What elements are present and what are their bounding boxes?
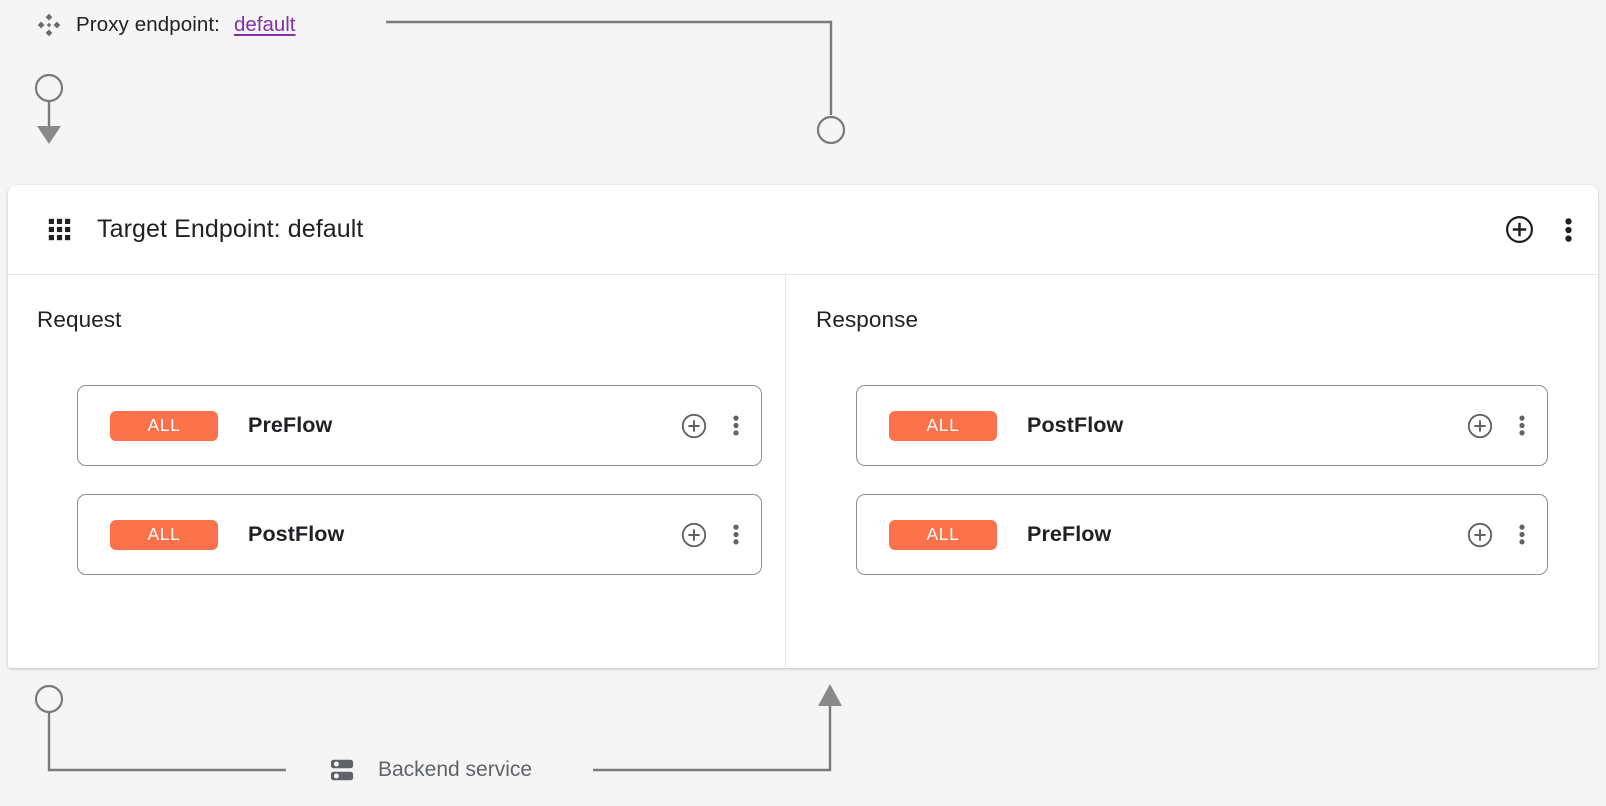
- proxy-request-arrow: [37, 126, 61, 144]
- backend-service[interactable]: Backend service: [318, 750, 543, 790]
- proxy-endpoint-diamond-icon: [37, 13, 61, 37]
- more-options-icon[interactable]: [733, 522, 739, 547]
- backend-to-target-wire: [593, 704, 832, 772]
- flow-badge: ALL: [110, 519, 218, 550]
- add-icon[interactable]: [680, 521, 708, 549]
- target-endpoint-header: Target Endpoint: default: [8, 185, 1598, 275]
- add-icon[interactable]: [1466, 521, 1494, 549]
- proxy-endpoint-link[interactable]: default: [233, 13, 296, 36]
- request-column-heading: Request: [37, 307, 122, 332]
- flow-name: PreFlow: [1027, 522, 1112, 546]
- request-flow-list: ALL PreFlow: [77, 385, 762, 603]
- response-column-heading: Response: [816, 307, 919, 332]
- flow-actions: [680, 412, 739, 440]
- target-endpoint-title: Target Endpoint: default: [97, 215, 364, 243]
- add-icon[interactable]: [680, 412, 708, 440]
- proxy-endpoint-row: Proxy endpoint: default: [36, 8, 296, 42]
- flow-actions: [680, 521, 739, 549]
- more-options-icon[interactable]: [1519, 522, 1525, 547]
- flow-badge: ALL: [110, 410, 218, 441]
- add-icon[interactable]: [1466, 412, 1494, 440]
- grid-apps-icon: [48, 218, 71, 241]
- flow-columns: Request ALL PreFlow: [8, 275, 1598, 667]
- proxy-endpoint-label: Proxy endpoint:: [76, 13, 220, 36]
- target-to-backend-wire: [47, 712, 286, 772]
- more-options-icon[interactable]: [733, 413, 739, 438]
- target-endpoint-actions: [1504, 214, 1572, 245]
- backend-service-label: Backend service: [378, 758, 533, 781]
- flow-card-request-preflow[interactable]: ALL PreFlow: [77, 385, 762, 466]
- flow-badge: ALL: [889, 519, 997, 550]
- target-inbound-node: [816, 115, 846, 145]
- add-icon[interactable]: [1504, 214, 1535, 245]
- more-options-icon[interactable]: [1519, 413, 1525, 438]
- flow-badge: ALL: [889, 410, 997, 441]
- flow-actions: [1466, 521, 1525, 549]
- request-column: Request ALL PreFlow: [8, 275, 786, 667]
- response-column: Response ALL PostFlow: [786, 275, 1597, 667]
- flow-name: PostFlow: [1027, 413, 1124, 437]
- proxy-request-node: [34, 73, 64, 103]
- flow-name: PostFlow: [248, 522, 345, 546]
- flow-actions: [1466, 412, 1525, 440]
- more-options-icon[interactable]: [1565, 216, 1572, 244]
- flow-card-response-postflow[interactable]: ALL PostFlow: [856, 385, 1548, 466]
- flow-name: PreFlow: [248, 413, 333, 437]
- backend-return-arrow: [818, 684, 842, 706]
- flow-card-request-postflow[interactable]: ALL PostFlow: [77, 494, 762, 575]
- server-icon: [330, 759, 354, 781]
- flow-card-response-preflow[interactable]: ALL PreFlow: [856, 494, 1548, 575]
- target-endpoint-card: Target Endpoint: default Request: [8, 185, 1598, 668]
- target-outbound-node: [34, 684, 64, 714]
- proxy-to-target-wire: [386, 20, 833, 115]
- response-flow-list: ALL PostFlow: [856, 385, 1548, 603]
